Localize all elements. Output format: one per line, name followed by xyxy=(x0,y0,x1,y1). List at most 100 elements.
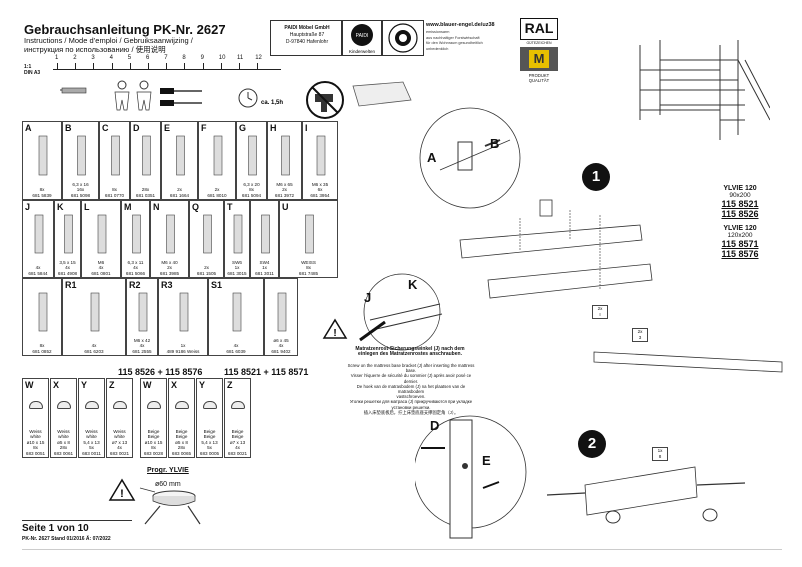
part-letter: X xyxy=(53,380,60,390)
part-letter: B xyxy=(65,123,72,133)
mattress-icon xyxy=(352,81,412,107)
warning-translation-line: Screw on the mattress base bracket (J) a… xyxy=(347,363,475,374)
part-letter: G xyxy=(239,123,247,133)
part-drawing-icon xyxy=(131,132,160,181)
part-caption-line: Beige xyxy=(203,434,216,440)
no-power-drill-icon xyxy=(306,81,344,119)
part-letter: F xyxy=(201,123,207,133)
part-caption-line: 681 4908 xyxy=(57,270,78,276)
part-caption-line: 16x xyxy=(76,187,85,193)
brand-sub-text: Kinderwelten xyxy=(349,49,376,54)
detail-de-circle xyxy=(415,415,527,539)
part-drawing-icon xyxy=(268,132,301,181)
warning-translation-line: Visser l'équerre de sécurité du sommier … xyxy=(350,373,472,384)
ruler-number: 6 xyxy=(146,55,150,61)
part-caption-line: 1x xyxy=(262,265,267,271)
part-letter: S1 xyxy=(211,280,223,290)
company-box xyxy=(270,20,342,56)
step-1-marker: 1 xyxy=(582,163,610,191)
detail-jk-circle xyxy=(359,273,443,351)
rail-board-drawing xyxy=(593,351,783,373)
ruler-number: 9 xyxy=(200,55,204,61)
part-caption-line: 5x xyxy=(207,445,212,451)
warning-translations: Screw on the mattress base bracket (J) a… xyxy=(347,363,475,415)
model-codes-line-2: 115 8521 + 115 8571 xyxy=(224,367,309,377)
part-drawing-icon xyxy=(122,211,149,259)
callout-a: A xyxy=(427,150,437,165)
part-caption-line: 8x xyxy=(249,187,254,193)
blue-angel-logo-box xyxy=(382,20,424,56)
part-drawing-icon xyxy=(159,289,207,337)
ruler-number: 2 xyxy=(73,55,77,61)
part-caption-line: 681 2555 xyxy=(132,348,152,354)
part-caption-line: 681 6203 xyxy=(84,348,104,354)
warning-translation-line: 插入床垫底板后，拧上床垫底座支撑固定角（J）。 xyxy=(363,409,459,415)
part-letter: Y xyxy=(81,380,88,390)
part-caption-line: 6x xyxy=(317,187,323,193)
model-name: YLVIE 120 xyxy=(723,185,757,192)
part-caption-line: 8x xyxy=(112,187,117,193)
part-caption-line: 683 0005 xyxy=(199,450,220,456)
document-meta: PK-Nr. 2627 Stand 01/2016 Ä: 07/2022 xyxy=(22,536,111,542)
part-caption-line: white xyxy=(86,434,97,440)
scale-ratio: 1:1 xyxy=(24,64,32,70)
part-drawing-icon xyxy=(237,132,266,181)
part-letter: W xyxy=(25,380,34,390)
ral-badge: RAL GÜTEZEICHEN M PRODUKT QUALITÄT xyxy=(520,18,558,104)
part-caption-line: ø5 x 8 xyxy=(175,439,188,445)
paper-format: DIN A3 xyxy=(24,70,41,76)
screw-icon xyxy=(60,87,87,94)
part-caption-line: 2x xyxy=(214,187,220,193)
part-caption-line: 681 0852 xyxy=(32,348,52,354)
part-caption-line: SW6 xyxy=(232,259,242,265)
ruler-tick xyxy=(148,63,149,69)
part-caption-line: white xyxy=(30,434,41,440)
part-caption-line: 8x xyxy=(39,343,45,349)
ruler-tick xyxy=(184,63,186,69)
ruler-number: 1 xyxy=(55,55,59,61)
ral-quality-line: PRODUKT xyxy=(528,73,550,78)
part-drawing-icon xyxy=(280,211,337,259)
warning-icon: ! xyxy=(322,318,348,339)
model-size: 90x200 xyxy=(729,192,751,199)
part-caption-line: 6,3 x 20 xyxy=(243,181,260,187)
part-caption-line: 681 8010 xyxy=(207,192,227,198)
part-caption-line: 681 3985 xyxy=(159,270,180,276)
part-caption-line: 1x xyxy=(234,265,240,271)
part-caption-line: 2x xyxy=(177,187,182,193)
part-caption-line: 8x xyxy=(39,187,45,193)
callout-j: J xyxy=(364,290,372,305)
part-caption-line: Beige xyxy=(203,428,216,434)
part-letter: X xyxy=(171,380,178,390)
clock-icon xyxy=(238,88,258,108)
foot-cap-icon xyxy=(85,401,99,409)
part-caption-line: Weiss xyxy=(113,428,126,434)
company-city: D-97840 Hafenlohr xyxy=(285,39,329,45)
detail-ab-circle xyxy=(419,107,521,209)
warning-title: Matratzenrost-Sicherungswinkel (J) nach … xyxy=(355,346,465,358)
part-caption-line: Weiss xyxy=(29,428,42,434)
part-caption-line: 681 5094 xyxy=(241,192,262,198)
